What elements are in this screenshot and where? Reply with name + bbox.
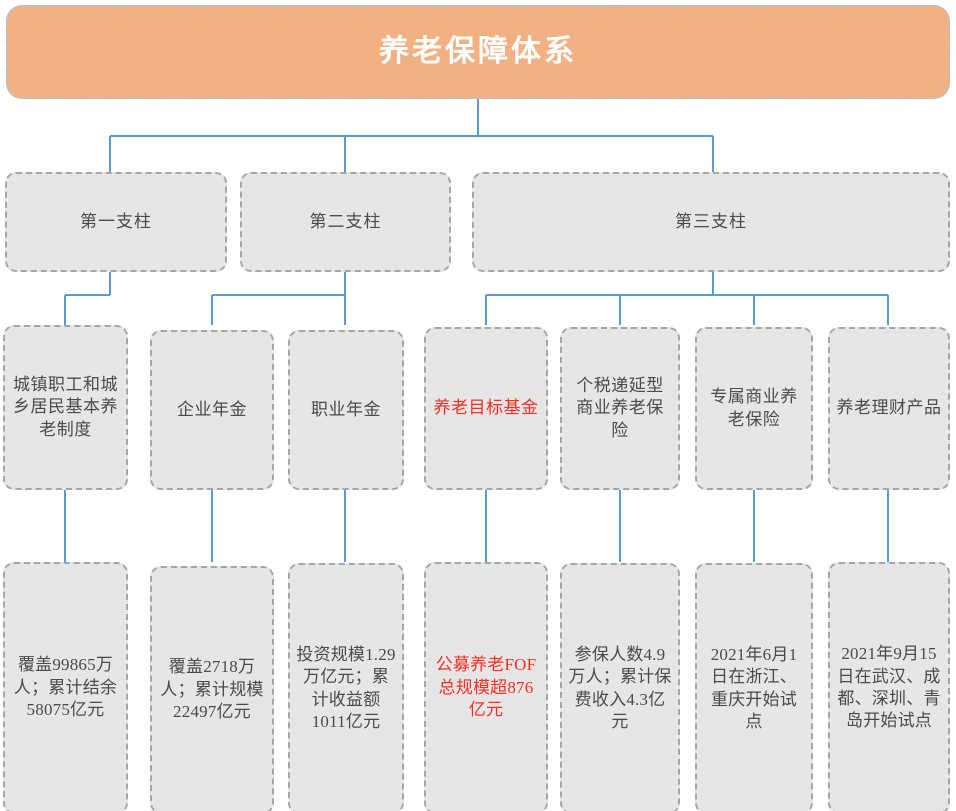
category-label-3: 职业年金	[311, 399, 381, 419]
detail-label-5: 参保人数4.9万人；累计保费收入4.3亿元	[568, 644, 672, 731]
category-label-5: 个税递延型商业养老保险	[576, 375, 664, 440]
title-node[interactable]: 养老保障体系	[6, 5, 950, 99]
detail-label-2: 覆盖2718万人；累计规模22497亿元	[160, 657, 264, 722]
title-label: 养老保障体系	[379, 35, 577, 69]
category-label-4: 养老目标基金	[433, 398, 539, 418]
pillar-label-2: 第二支柱	[309, 211, 382, 231]
detail-node-3[interactable]: 投资规模1.29万亿元；累计收益额1011亿元	[288, 563, 404, 811]
pillar-node-1[interactable]: 第一支柱	[5, 172, 227, 272]
pillar-node-2[interactable]: 第二支柱	[240, 172, 451, 272]
category-label-1: 城镇职工和城乡居民基本养老制度	[13, 374, 118, 439]
category-node-7[interactable]: 养老理财产品	[828, 327, 950, 490]
detail-label-4: 公募养老FOF总规模超876亿元	[435, 655, 537, 720]
category-label-6: 专属商业养老保险	[710, 387, 798, 429]
detail-node-1[interactable]: 覆盖99865万人；累计结余58075亿元	[3, 562, 128, 811]
category-node-4[interactable]: 养老目标基金	[424, 327, 548, 490]
pillar-label-1: 第一支柱	[80, 211, 152, 231]
category-node-2[interactable]: 企业年金	[150, 330, 274, 490]
category-node-1[interactable]: 城镇职工和城乡居民基本养老制度	[3, 325, 128, 490]
detail-node-2[interactable]: 覆盖2718万人；累计规模22497亿元	[150, 566, 274, 811]
detail-label-6: 2021年6月1日在浙江、重庆开始试点	[710, 644, 798, 731]
category-node-6[interactable]: 专属商业养老保险	[695, 327, 813, 490]
category-node-3[interactable]: 职业年金	[288, 330, 404, 490]
category-label-2: 企业年金	[177, 399, 247, 419]
category-node-5[interactable]: 个税递延型商业养老保险	[560, 327, 680, 490]
pillar-label-3: 第三支柱	[675, 211, 747, 231]
detail-node-7[interactable]: 2021年9月15日在武汉、成都、深圳、青岛开始试点	[828, 562, 950, 811]
detail-node-6[interactable]: 2021年6月1日在浙江、重庆开始试点	[695, 563, 813, 811]
category-label-7: 养老理财产品	[836, 398, 942, 418]
detail-node-5[interactable]: 参保人数4.9万人；累计保费收入4.3亿元	[560, 563, 680, 811]
detail-label-1: 覆盖99865万人；累计结余58075亿元	[13, 655, 118, 720]
detail-label-7: 2021年9月15日在武汉、成都、深圳、青岛开始试点	[837, 644, 941, 731]
pillar-node-3[interactable]: 第三支柱	[472, 172, 950, 272]
detail-label-3: 投资规模1.29万亿元；累计收益额1011亿元	[296, 644, 396, 731]
detail-node-4[interactable]: 公募养老FOF总规模超876亿元	[424, 562, 548, 811]
